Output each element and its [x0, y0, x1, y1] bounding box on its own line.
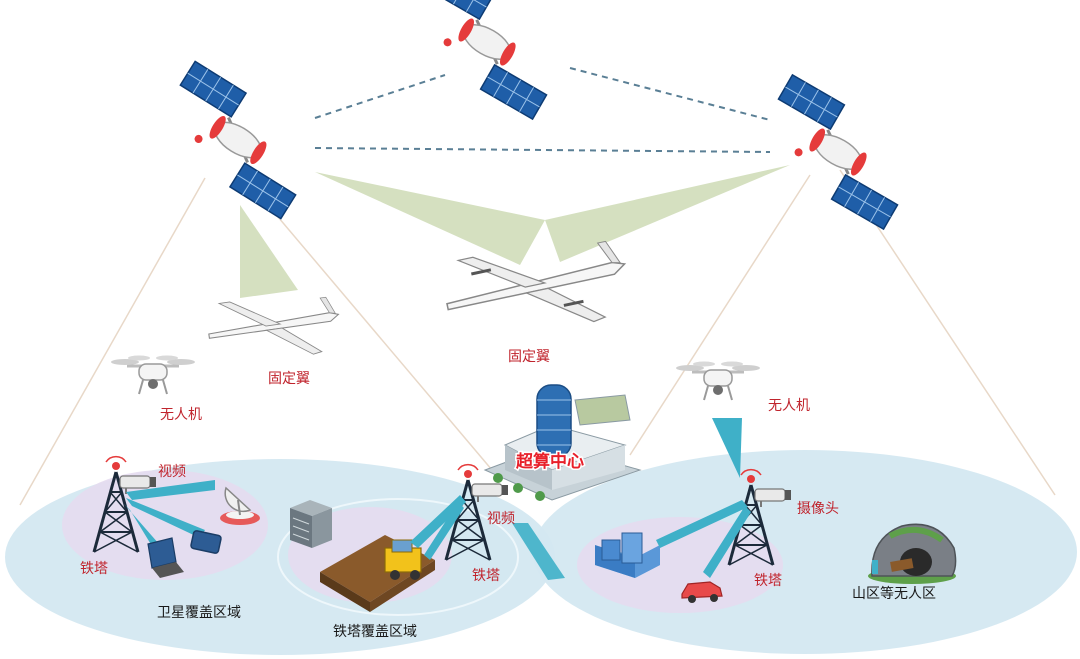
satellite-link: [314, 147, 771, 153]
car-icon: [681, 581, 723, 603]
signal-beam: [703, 506, 751, 578]
satellite-link: [569, 67, 771, 121]
cave-icon: [868, 523, 957, 584]
signal-beam: [512, 523, 565, 580]
satellite-icon: [149, 61, 328, 218]
harvester-icon: [320, 535, 435, 612]
satellite-icon: [748, 75, 927, 229]
label-drone-right: 无人机: [768, 398, 810, 414]
signal-beam: [126, 480, 215, 500]
satellite-beam: [315, 172, 545, 265]
coverage-edge-line: [239, 171, 493, 471]
label-mountain-area: 山区等无人区: [852, 585, 936, 602]
satellite-link: [314, 74, 446, 119]
label-camera: 摄像头: [797, 501, 839, 517]
supercomputing-center-building: [483, 384, 642, 501]
label-video-center: 视频: [487, 511, 515, 527]
signal-beam: [656, 500, 748, 548]
label-tower-center: 铁塔: [472, 568, 500, 584]
drone-beam: [712, 418, 742, 478]
signal-beam: [424, 502, 464, 560]
building-icon: [595, 532, 660, 578]
label-tower-coverage: 铁塔覆盖区域: [333, 624, 417, 640]
label-tower-left: 铁塔: [80, 561, 108, 577]
label-video-left: 视频: [158, 464, 186, 480]
fixed-wing-drone-icon: [208, 296, 340, 355]
signal-beam: [410, 495, 466, 548]
server-rack-icon: [290, 500, 332, 548]
label-tower-right: 铁塔: [754, 573, 782, 589]
signal-beam: [126, 498, 205, 538]
quadcopter-icon: [109, 354, 197, 396]
label-fixed-wing-left: 固定翼: [268, 371, 310, 387]
coverage-edge-line: [19, 177, 206, 506]
satellite-beam: [545, 165, 790, 262]
satellite-dish-icon: [220, 486, 260, 525]
label-satellite-coverage: 卫星覆盖区域: [157, 605, 241, 621]
satellite-icon: [397, 0, 576, 119]
fixed-wing-drone-icon: [446, 240, 627, 323]
phone-icon: [190, 530, 222, 554]
quadcopter-icon: [674, 360, 762, 402]
label-drone-left: 无人机: [160, 407, 202, 423]
satellite-beam: [240, 205, 298, 298]
label-supercomputing-center: 超算中心: [516, 451, 584, 472]
label-fixed-wing-center: 固定翼: [508, 349, 550, 365]
coverage-edge-line: [629, 174, 811, 456]
laptop-icon: [147, 537, 184, 578]
